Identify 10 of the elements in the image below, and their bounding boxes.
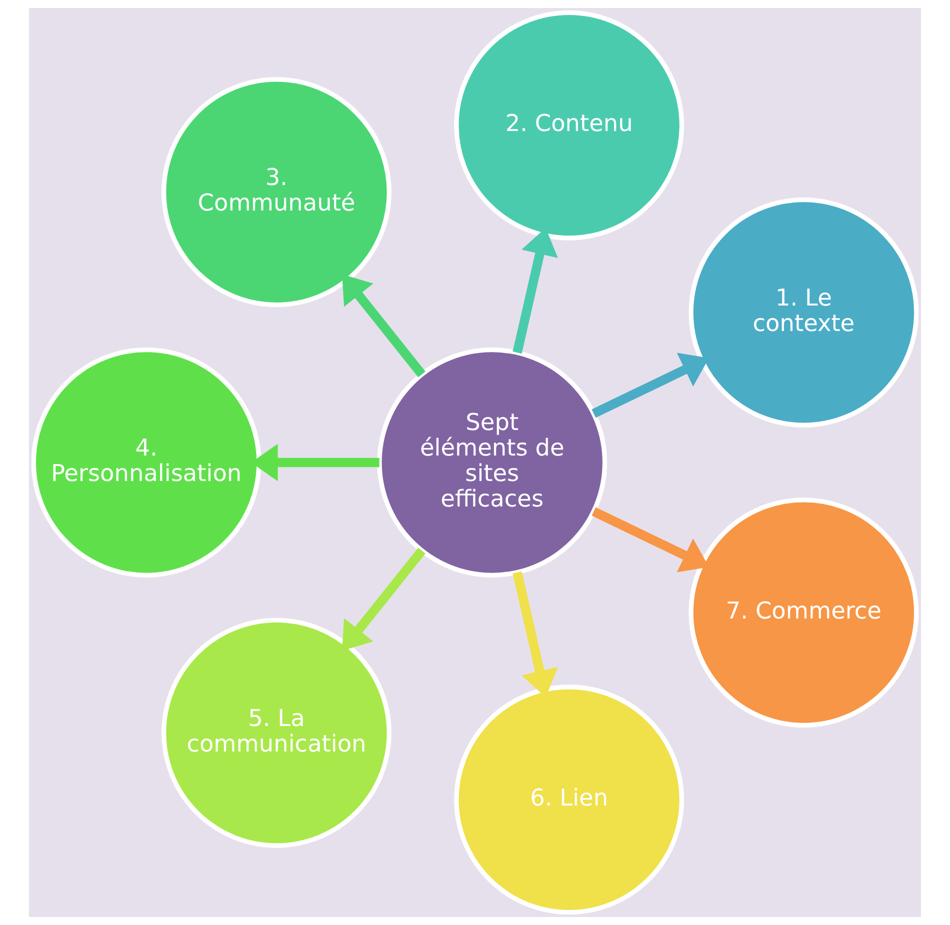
arrow bbox=[592, 507, 709, 572]
node-circle: 1. Le contexte bbox=[688, 197, 919, 428]
arrow bbox=[592, 352, 709, 418]
node-circle: 4. Personnalisation bbox=[31, 348, 262, 578]
node-circle: 2. Contenu bbox=[454, 10, 684, 240]
node-circle: 6. Lien bbox=[454, 684, 684, 915]
arrow bbox=[342, 548, 426, 651]
arrow bbox=[342, 274, 426, 378]
node-circle: 7. Commerce bbox=[688, 498, 919, 728]
node-circle: Sept éléments de sites efficaces bbox=[377, 348, 608, 578]
